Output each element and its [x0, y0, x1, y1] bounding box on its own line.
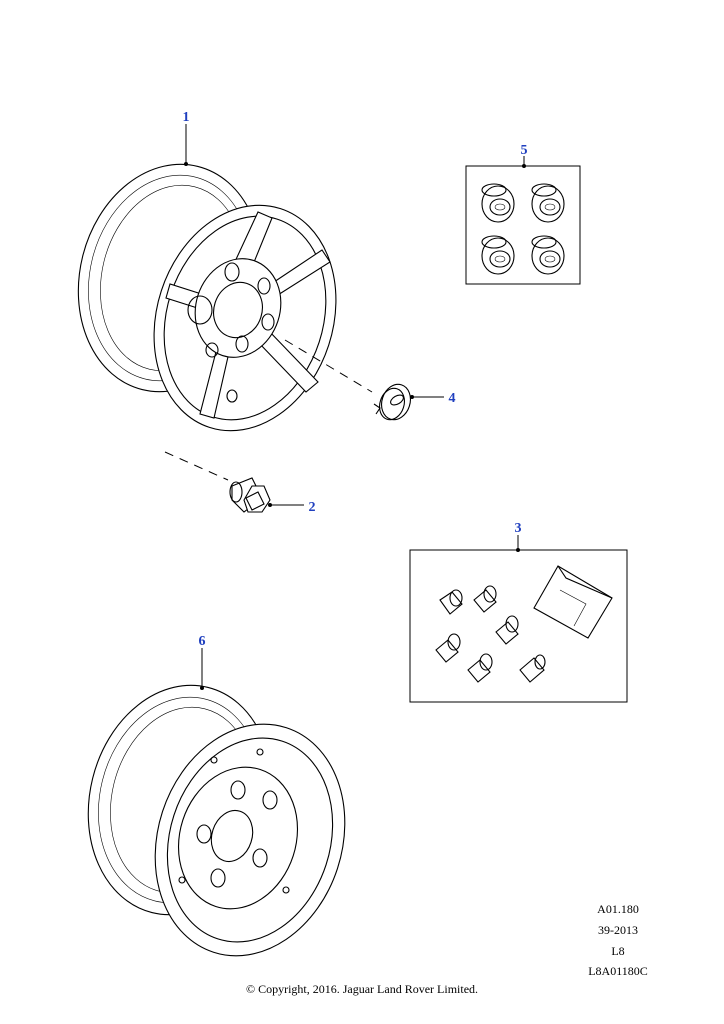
- callout-5[interactable]: 5: [521, 143, 528, 158]
- callout-4[interactable]: 4: [449, 391, 456, 406]
- reference-code-1: A01.180: [597, 902, 639, 916]
- reference-code-2: 39-2013: [598, 923, 638, 937]
- steel-wheel-drawing: [87, 684, 346, 957]
- leader-lines: [184, 124, 526, 690]
- locking-caps-drawing: [465, 165, 581, 285]
- centre-cap-drawing: [373, 383, 411, 421]
- reference-code-3: L8: [611, 944, 625, 958]
- wheel-nut-drawing: [229, 477, 271, 513]
- callout-3[interactable]: 3: [515, 521, 522, 536]
- callout-1[interactable]: 1: [183, 110, 190, 125]
- copyright-notice: © Copyright, 2016. Jaguar Land Rover Lim…: [245, 982, 479, 996]
- alloy-wheel-drawing: [77, 163, 373, 481]
- locking-nut-kit-drawing: [409, 549, 628, 703]
- callout-2[interactable]: 2: [309, 500, 316, 515]
- reference-code-4: L8A01180C: [588, 964, 648, 978]
- callout-6[interactable]: 6: [199, 634, 206, 649]
